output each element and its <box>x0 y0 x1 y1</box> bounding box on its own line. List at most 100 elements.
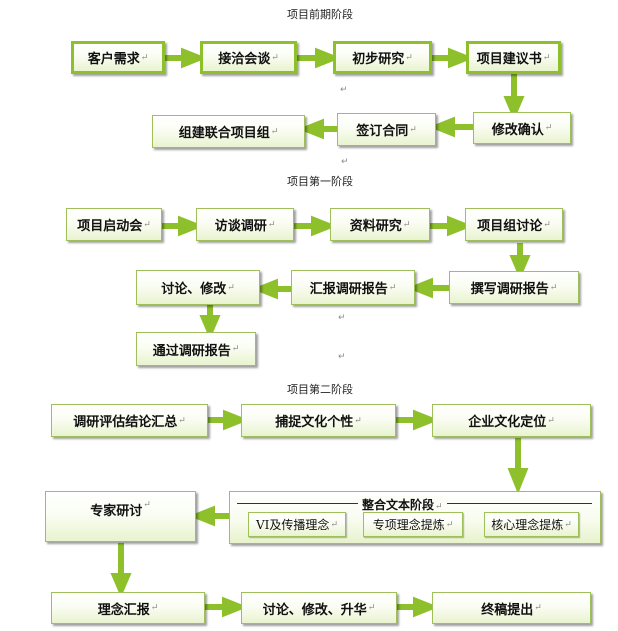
sub-step-core: 核心理念提炼↵ <box>484 512 579 537</box>
paragraph-mark: ↵ <box>388 282 397 293</box>
step-label: 专项理念提炼 <box>372 518 445 532</box>
step-label: 项目建议书 <box>476 52 542 67</box>
arrow-confirm-to-contract <box>428 116 473 138</box>
step-label: 捕捉文化个性 <box>275 415 354 430</box>
step-client-request: 客户需求↵ <box>71 41 165 74</box>
step-label: 组建联合项目组 <box>178 126 270 141</box>
step-proposal: 项目建议书↵ <box>466 41 561 74</box>
paragraph-mark: ↵ <box>435 502 443 512</box>
paragraph-mark: ↵ <box>409 124 417 135</box>
paragraph-mark: ↵ <box>542 52 551 63</box>
step-label: 专家研讨 <box>90 504 143 519</box>
paragraph-mark: ↵ <box>271 52 279 63</box>
paragraph-mark: ↵ <box>445 519 454 530</box>
step-label: 修改确认 <box>491 122 544 138</box>
integration-title: 整合文本阶段↵ <box>358 496 447 513</box>
arrow-request-to-meeting <box>165 47 208 69</box>
step-label: 理念汇报 <box>97 602 150 618</box>
phase2-title: 项目第二阶段 <box>287 383 353 396</box>
paragraph-mark: ↵ <box>178 415 186 426</box>
step-concept-present: 理念汇报↵ <box>51 592 205 624</box>
paragraph-mark: ↵ <box>143 500 151 510</box>
step-data-research: 资料研究↵ <box>330 208 430 241</box>
paragraph-mark: ↵ <box>267 219 276 230</box>
paragraph-mark: ↵ <box>341 157 349 167</box>
step-label: 企业文化定位 <box>468 415 547 430</box>
step-label: 接洽会谈 <box>218 52 271 67</box>
paragraph-mark: ↵ <box>564 519 572 530</box>
paragraph-mark: ↵ <box>270 126 279 137</box>
arrow-revise-to-approve <box>199 305 221 340</box>
step-label: 汇报调研报告 <box>309 282 388 297</box>
arrow-interview-to-data <box>294 215 338 237</box>
paragraph-mark: ↵ <box>143 219 151 230</box>
arrow-meeting-to-research <box>297 47 342 69</box>
arrow-refine-to-final <box>397 596 440 618</box>
step-write-report: 撰写调研报告↵ <box>449 271 579 304</box>
step-meeting: 接洽会谈↵ <box>200 41 297 74</box>
step-kickoff: 项目启动会↵ <box>66 208 162 241</box>
phase0-title: 项目前期阶段 <box>287 8 353 21</box>
paragraph-mark: ↵ <box>402 219 411 230</box>
step-label: 访谈调研 <box>214 219 267 234</box>
step-present-report: 汇报调研报告↵ <box>291 270 415 305</box>
paragraph-mark: ↵ <box>367 603 376 613</box>
integration-title-text: 整合文本阶段 <box>362 498 435 512</box>
step-capture-culture: 捕捉文化个性↵ <box>241 404 396 437</box>
step-label: 讨论、修改 <box>161 282 227 297</box>
step-expert-seminar: 专家研讨↵ <box>45 491 196 542</box>
paragraph-mark: ↵ <box>338 352 346 362</box>
step-label: 项目组讨论 <box>477 219 543 234</box>
sub-step-special: 专项理念提炼↵ <box>363 512 463 537</box>
phase2-arrows <box>110 409 529 618</box>
step-label: 通过调研报告 <box>152 343 231 359</box>
step-sign-contract: 签订合同↵ <box>337 113 436 146</box>
paragraph-mark: ↵ <box>340 85 348 95</box>
step-label: VI及传播理念 <box>256 518 330 532</box>
paragraph-mark: ↵ <box>547 415 555 426</box>
step-label: 初步研究 <box>352 52 405 67</box>
step-label: 客户需求 <box>87 52 140 67</box>
arrow-summary-to-capture <box>208 409 250 431</box>
step-initial-research: 初步研究↵ <box>333 41 432 74</box>
step-label: 调研评估结论汇总 <box>73 415 178 430</box>
step-label: 核心理念提炼 <box>491 518 564 532</box>
step-team-discussion: 项目组讨论↵ <box>465 208 563 241</box>
arrow-research-to-proposal <box>432 47 475 69</box>
step-interview: 访谈调研↵ <box>196 208 294 241</box>
step-summary: 调研评估结论汇总↵ <box>51 404 208 437</box>
arrow-discussion-to-writing <box>509 243 531 280</box>
paragraph-mark: ↵ <box>338 313 346 323</box>
step-label: 终稿提出 <box>481 602 534 618</box>
paragraph-mark: ↵ <box>140 52 149 63</box>
step-discuss-revise: 讨论、修改↵ <box>136 270 260 305</box>
arrow-present-to-refine <box>205 596 249 618</box>
paragraph-mark: ↵ <box>543 219 551 230</box>
arrow-experts-to-present <box>110 543 132 598</box>
paragraph-mark: ↵ <box>549 282 558 293</box>
step-build-team: 组建联合项目组↵ <box>152 115 305 148</box>
paragraph-mark: ↵ <box>534 603 542 613</box>
step-label: 签订合同 <box>356 124 409 139</box>
arrow-position-to-integration <box>507 438 529 495</box>
sub-step-vi: VI及传播理念↵ <box>248 512 346 537</box>
arrow-report-to-revise <box>251 278 291 300</box>
arrow-proposal-to-confirm <box>503 72 525 121</box>
step-revise-confirm: 修改确认↵ <box>473 112 571 144</box>
arrow-data-to-discussion <box>430 215 474 237</box>
step-approve-report: 通过调研报告↵ <box>136 332 256 366</box>
arrow-writing-to-report <box>406 277 449 299</box>
arrow-capture-to-position <box>396 409 440 431</box>
paragraph-mark: ↵ <box>227 282 235 293</box>
step-label: 讨论、修改、升华 <box>262 602 367 618</box>
step-label: 项目启动会 <box>77 219 143 234</box>
step-refine: 讨论、修改、升华↵ <box>241 592 397 624</box>
step-culture-position: 企业文化定位↵ <box>432 404 591 437</box>
arrow-integration-to-experts <box>188 505 229 527</box>
paragraph-mark: ↵ <box>354 415 362 426</box>
step-label: 资料研究 <box>349 219 402 234</box>
arrow-kickoff-to-interview <box>162 215 205 237</box>
paragraph-mark: ↵ <box>150 603 159 613</box>
step-label: 撰写调研报告 <box>470 282 549 297</box>
